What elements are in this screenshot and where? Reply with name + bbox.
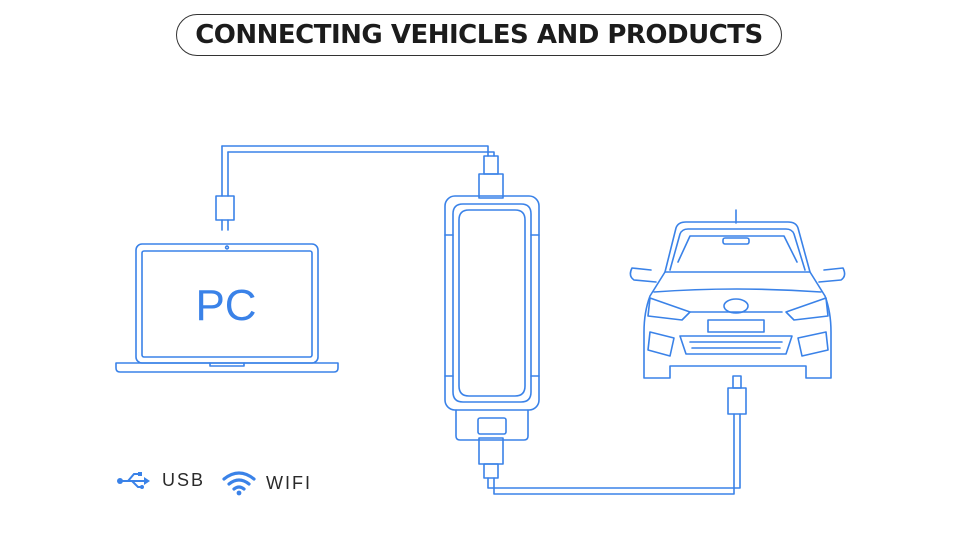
wifi-label: WIFI: [266, 472, 312, 493]
legend-usb: USB: [116, 470, 205, 491]
wifi-icon: [222, 471, 256, 496]
usb-label: USB: [162, 470, 206, 490]
laptop: PC: [115, 243, 339, 373]
obd-cable-device-to-car: [478, 375, 747, 495]
car: [629, 209, 846, 379]
page-title: CONNECTING VEHICLES AND PRODUCTS: [195, 20, 763, 50]
title-banner: CONNECTING VEHICLES AND PRODUCTS: [176, 14, 782, 56]
pc-label: PC: [195, 281, 256, 330]
usb-icon: [117, 471, 150, 489]
vci-device: [444, 195, 540, 441]
legend-wifi: WIFI: [222, 470, 312, 496]
usb-cable-laptop-to-device: [215, 145, 504, 231]
